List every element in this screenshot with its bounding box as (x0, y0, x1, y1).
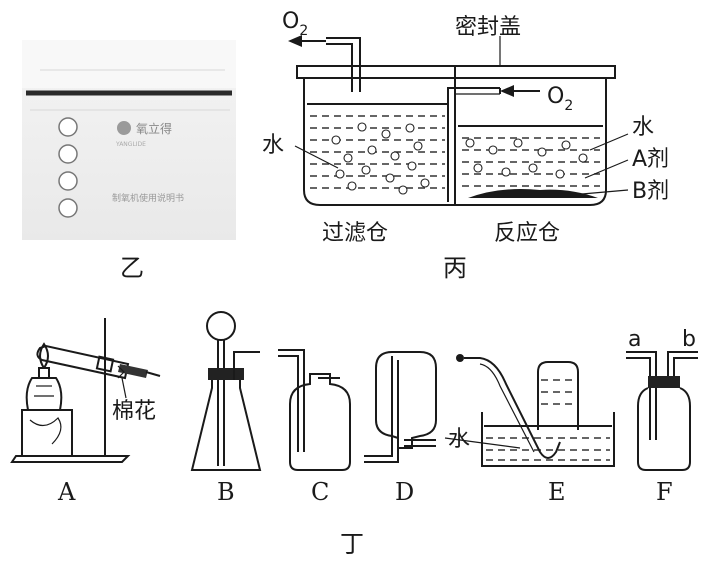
product-photo: 氧立得 YANGLIDE 制氧机使用说明书 (22, 40, 236, 240)
stopper-f (648, 376, 680, 388)
product-small-text: 制氧机使用说明书 (112, 192, 184, 204)
reaction-bubbles (465, 138, 588, 179)
label-apparatus-f: F (656, 478, 673, 506)
caption-bing: 丙 (443, 254, 467, 282)
label-apparatus-e: E (548, 478, 566, 506)
o2-out-label: O2 (282, 9, 308, 39)
stopper (118, 364, 148, 378)
alcohol-lamp (25, 377, 63, 411)
water-left-label: 水 (262, 133, 284, 158)
cotton-label: 棉花 (112, 399, 156, 424)
oxygen-generator (288, 35, 629, 206)
product-logo: 氧立得 YANGLIDE 制氧机使用说明书 (112, 121, 184, 204)
reaction-chamber-label: 反应仓 (494, 221, 560, 246)
filter-chamber-label: 过滤仓 (322, 221, 388, 246)
label-apparatus-b: B (217, 478, 235, 506)
funnel-bulb (206, 311, 236, 341)
agent-b-pile (468, 189, 598, 198)
apparatus-e (444, 354, 615, 467)
apparatus-a (10, 318, 161, 463)
label-apparatus-d: D (395, 478, 414, 506)
apparatus-d (364, 351, 437, 463)
label-apparatus-a: A (57, 478, 76, 506)
photo-button-4 (58, 198, 78, 218)
apparatus-f (626, 351, 698, 471)
label-apparatus-c: C (311, 478, 329, 506)
cotton (117, 365, 125, 379)
caption-yi: 乙 (120, 254, 144, 282)
inverted-bottle (375, 351, 437, 449)
photo-button-1 (58, 117, 78, 137)
gas-bottle-f (637, 387, 691, 471)
apparatus-c (278, 349, 351, 471)
photo-button-2 (58, 144, 78, 164)
filter-bubbles (331, 122, 430, 195)
test-tube (36, 344, 130, 380)
caption-ding: 丁 (340, 530, 364, 558)
collecting-bottle (537, 361, 579, 430)
photo-button-3 (58, 171, 78, 191)
o2-in-label: O2 (547, 84, 573, 114)
agent-b-label: B剂 (632, 179, 669, 204)
delivery-tube (464, 357, 561, 459)
gas-bottle-c (289, 373, 351, 471)
product-logo-text: 氧立得 (136, 121, 172, 136)
wood-block (21, 409, 73, 457)
water-right-label: 水 (632, 115, 654, 140)
water-label-e: 水 (448, 427, 470, 452)
seal-label: 密封盖 (455, 15, 521, 40)
port-b-label: b (682, 327, 696, 352)
apparatus-b (190, 311, 262, 471)
agent-a-label: A剂 (632, 147, 669, 172)
conical-flask (190, 376, 262, 471)
rubber-stopper (208, 368, 244, 380)
product-sub-text: YANGLIDE (115, 141, 146, 148)
port-a-label: a (628, 327, 641, 352)
water-trough (481, 412, 615, 467)
